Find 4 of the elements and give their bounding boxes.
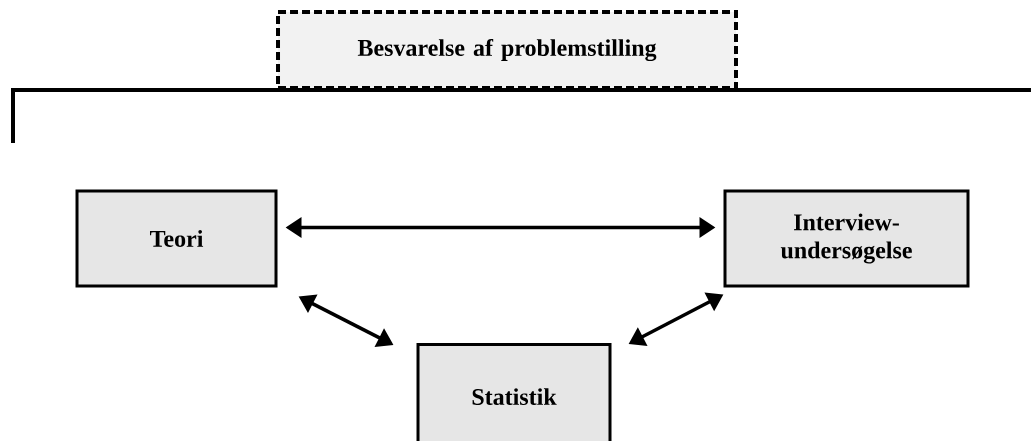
- process-box: Teori: [75, 189, 278, 288]
- process-box: Statistik: [416, 343, 612, 441]
- dashed-heading-box: Besvarelse af problemstilling: [276, 10, 738, 90]
- process-box: Interview- undersøgelse: [723, 189, 970, 288]
